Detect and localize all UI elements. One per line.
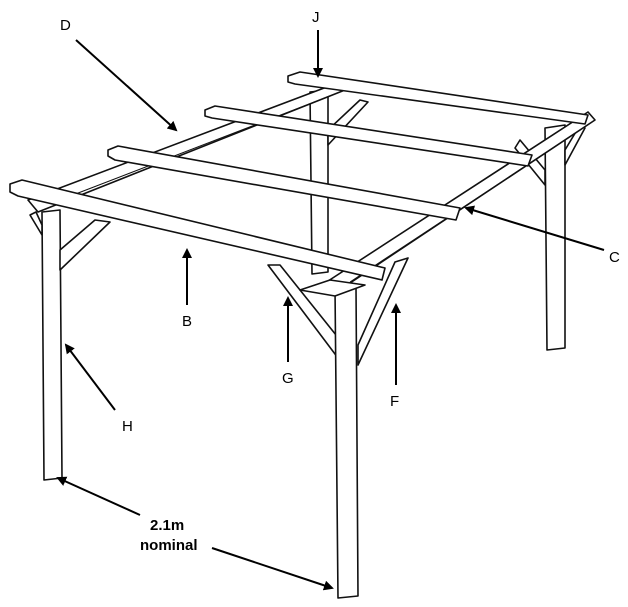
front-left-post — [41, 209, 63, 481]
arrow-c — [464, 205, 605, 251]
label-g: G — [282, 370, 294, 387]
rafter-back — [287, 71, 589, 125]
dimension-note: nominal — [140, 537, 198, 554]
dimension-arrow-right — [211, 547, 334, 591]
brace-front-left — [59, 219, 111, 271]
brace-front-left-2 — [29, 211, 43, 236]
rafter-3 — [204, 105, 533, 167]
dimension-value: 2.1m — [150, 517, 184, 534]
label-h: H — [122, 418, 133, 435]
rafter-front — [9, 179, 386, 281]
arrow-h — [64, 343, 116, 411]
dimension-arrow-left — [56, 476, 141, 516]
label-j: J — [312, 9, 320, 26]
back-right-post — [544, 124, 566, 351]
left-side-beam-edge — [59, 95, 331, 201]
arrow-d — [75, 39, 178, 132]
front-right-post — [334, 285, 359, 599]
brace-f — [357, 257, 409, 366]
rafter-2 — [107, 145, 461, 221]
label-c: C — [609, 249, 620, 266]
brace-g — [267, 264, 341, 359]
rafter-end-cap — [299, 279, 366, 297]
label-d: D — [60, 17, 71, 34]
label-f: F — [390, 393, 399, 410]
label-b: B — [182, 313, 192, 330]
